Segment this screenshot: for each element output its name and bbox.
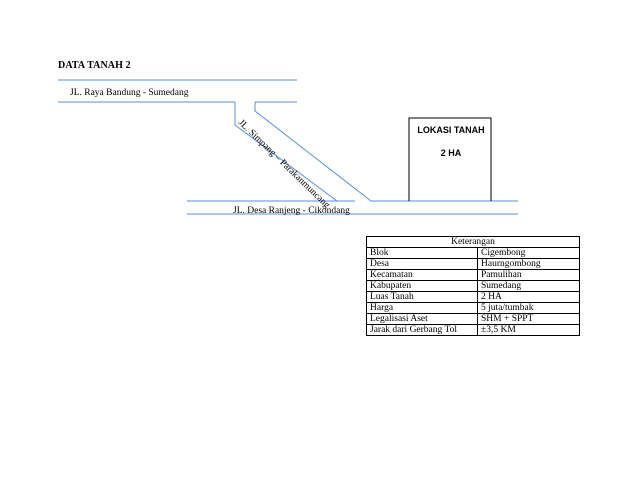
row-value: Haurngombong xyxy=(477,258,580,270)
page-title: DATA TANAH 2 xyxy=(58,60,131,71)
row-key: Kabupaten xyxy=(366,280,478,292)
row-value: Cigembong xyxy=(477,247,580,259)
row-key: Blok xyxy=(366,247,478,259)
plot-size: 2 HA xyxy=(440,148,462,158)
road-bottom-label: JL. Desa Ranjeng - Cikondang xyxy=(233,206,350,216)
table-header: Keterangan xyxy=(366,236,580,248)
road-diag-left-edge xyxy=(234,102,355,202)
row-value: SHM + SPPT xyxy=(477,313,580,325)
table-header-row: Keterangan xyxy=(366,236,580,248)
plot-outline xyxy=(408,117,492,201)
row-key: Desa xyxy=(366,258,478,270)
row-key: Jarak dari Gerbang Tol xyxy=(366,324,478,336)
road-diag-right-edge xyxy=(254,102,518,202)
table-row: Jarak dari Gerbang Tol±3,5 KM xyxy=(366,324,580,336)
row-value: Pamulihan xyxy=(477,269,580,281)
row-key: Legalisasi Aset xyxy=(366,313,478,325)
plot-label-box: LOKASI TANAH 2 HA xyxy=(409,124,493,159)
row-key: Luas Tanah xyxy=(366,291,478,303)
row-value: ±3,5 KM xyxy=(477,324,580,336)
road-top-label: JL. Raya Bandung - Sumedang xyxy=(70,88,189,98)
row-value: Sumedang xyxy=(477,280,580,292)
row-value: 2 HA xyxy=(477,291,580,303)
row-value: 5 juta/tumbak xyxy=(477,302,580,314)
row-key: Harga xyxy=(366,302,478,314)
plot-label: LOKASI TANAH xyxy=(417,125,485,135)
row-key: Kecamatan xyxy=(366,269,478,281)
